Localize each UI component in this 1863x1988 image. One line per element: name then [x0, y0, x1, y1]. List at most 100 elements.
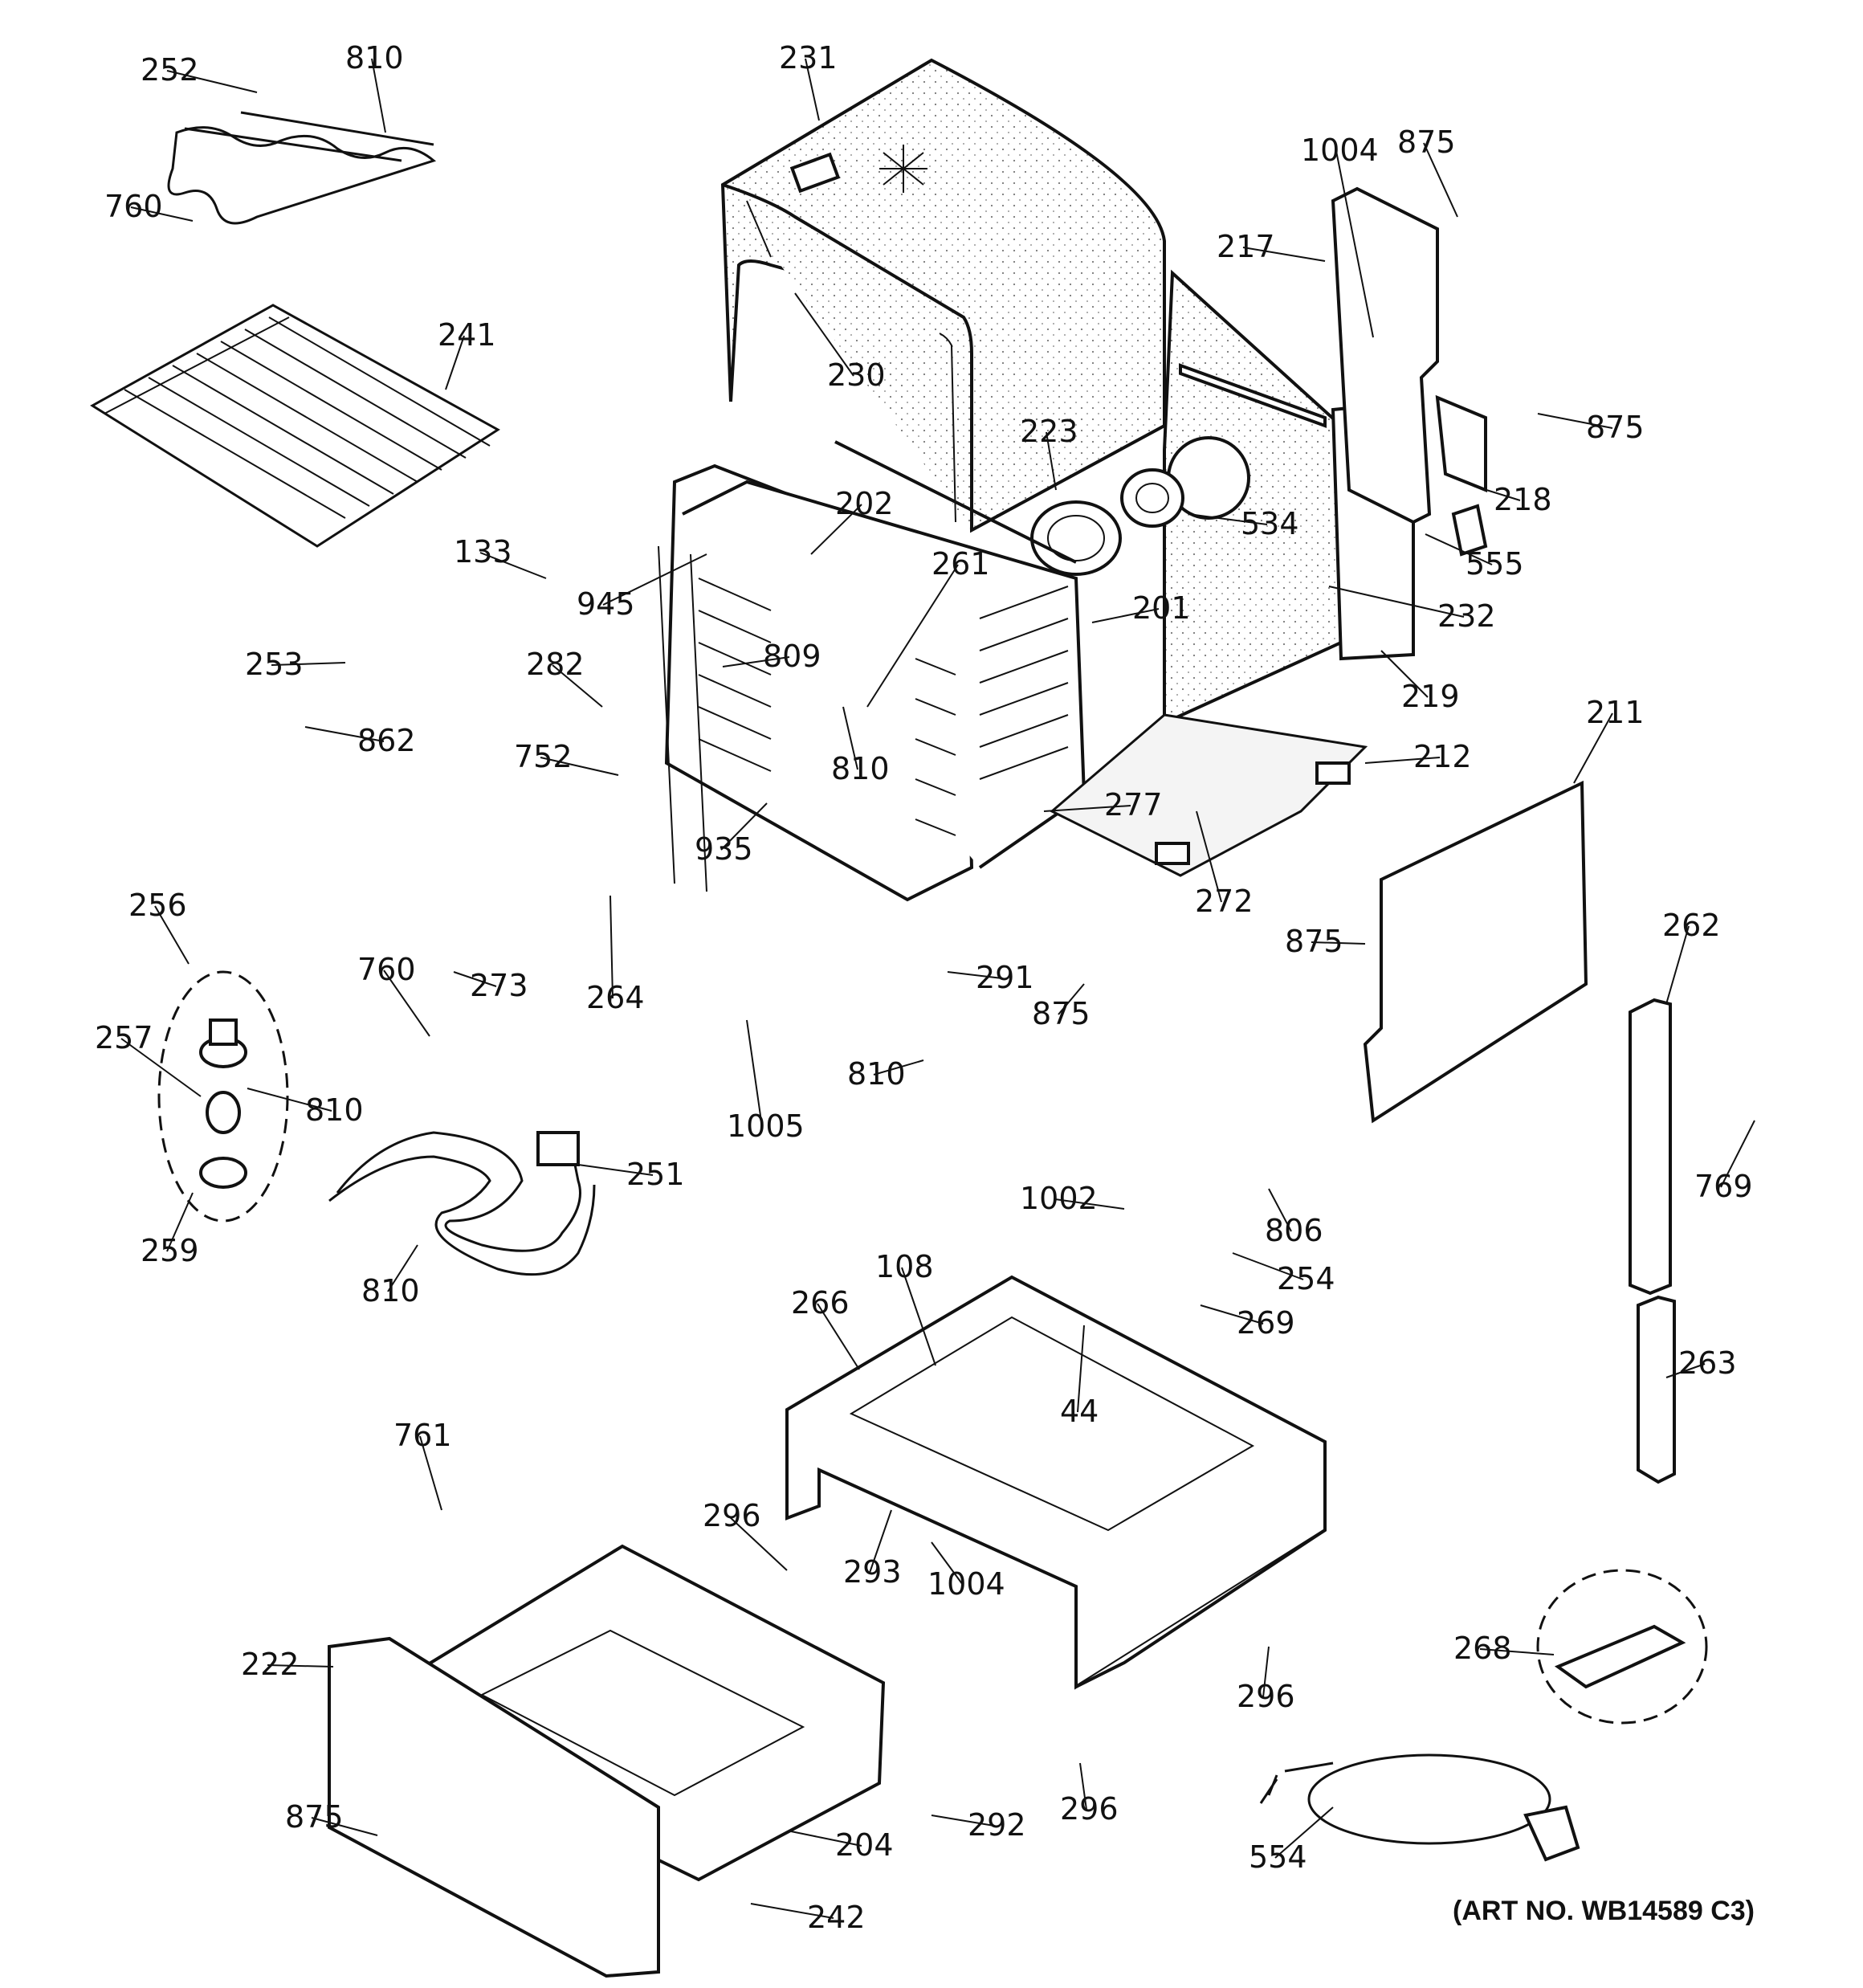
leader-line-272 — [1196, 810, 1222, 903]
part-label-219: 219 — [1401, 679, 1460, 714]
leader-line-204 — [790, 1831, 862, 1847]
leader-line-259 — [166, 1192, 194, 1252]
leader-line-44 — [1077, 1325, 1085, 1413]
part-label-810: 810 — [305, 1092, 364, 1128]
leader-line-266 — [817, 1303, 860, 1370]
part-label-230: 230 — [827, 357, 886, 393]
part-label-769: 769 — [1694, 1169, 1753, 1204]
leader-line-242 — [750, 1903, 834, 1919]
part-label-534: 534 — [1241, 506, 1299, 541]
part-label-211: 211 — [1586, 695, 1645, 730]
part-label-232: 232 — [1437, 598, 1496, 634]
leader-line-133 — [479, 552, 547, 579]
part-label-251: 251 — [626, 1157, 685, 1192]
part-label-264: 264 — [586, 980, 645, 1015]
leader-line-292 — [931, 1815, 995, 1827]
leader-line-769 — [1720, 1120, 1755, 1188]
part-label-202: 202 — [835, 486, 894, 521]
leader-line-256 — [154, 905, 190, 965]
part-label-862: 862 — [357, 723, 416, 758]
part-label-1004: 1004 — [1301, 133, 1379, 168]
leader-line-282 — [552, 664, 603, 708]
part-label-204: 204 — [835, 1827, 894, 1863]
part-label-875: 875 — [1586, 410, 1645, 445]
leader-line-230 — [794, 292, 854, 377]
outer-cover-part — [720, 58, 1166, 533]
bake-element-part — [328, 1131, 596, 1276]
leader-line-945 — [602, 553, 707, 606]
leader-line-108 — [901, 1267, 936, 1366]
side-panel-part — [1363, 780, 1588, 1124]
side-trim-part — [1629, 998, 1676, 1484]
leader-line-809 — [722, 656, 790, 667]
leader-line-262 — [1665, 925, 1690, 1005]
leader-line-810 — [842, 706, 858, 770]
part-label-1002: 1002 — [1020, 1181, 1098, 1216]
part-label-242: 242 — [807, 1900, 866, 1935]
broil-element-part — [167, 111, 437, 225]
part-label-241: 241 — [438, 317, 496, 353]
leader-line-277 — [1043, 805, 1131, 812]
leader-line-810 — [873, 1059, 924, 1076]
part-label-269: 269 — [1237, 1305, 1295, 1341]
part-label-272: 272 — [1195, 884, 1254, 919]
part-label-875: 875 — [1397, 125, 1456, 160]
part-label-875: 875 — [285, 1799, 344, 1835]
part-label-273: 273 — [470, 968, 528, 1003]
leader-line-296 — [1079, 1762, 1087, 1810]
leader-line-217 — [1242, 247, 1326, 262]
part-label-133: 133 — [454, 534, 512, 569]
leader-line-761 — [419, 1435, 442, 1511]
part-label-261: 261 — [932, 546, 990, 582]
part-label-292: 292 — [968, 1807, 1026, 1843]
leader-line-261 — [866, 564, 959, 708]
part-label-254: 254 — [1277, 1261, 1335, 1296]
leader-line-875 — [1423, 142, 1458, 218]
leader-line-223 — [1046, 431, 1057, 491]
part-label-875: 875 — [1032, 996, 1090, 1031]
leader-line-1002 — [1054, 1198, 1125, 1210]
part-label-256: 256 — [128, 888, 187, 923]
leader-line-935 — [720, 802, 768, 851]
part-label-252: 252 — [141, 52, 199, 88]
leader-line-231 — [805, 58, 820, 121]
leader-line-253 — [271, 662, 346, 666]
part-label-554: 554 — [1249, 1839, 1307, 1875]
part-label-263: 263 — [1678, 1345, 1737, 1381]
leader-lines — [120, 58, 1755, 1919]
control-bracket-part — [1331, 186, 1488, 557]
leader-line-862 — [304, 726, 385, 742]
leader-line-875 — [1058, 983, 1085, 1015]
part-label-875: 875 — [1285, 924, 1343, 959]
oven-liner-part — [658, 440, 1086, 902]
leader-line-202 — [810, 504, 862, 555]
leader-line-760 — [130, 206, 194, 222]
part-label-810: 810 — [345, 40, 404, 76]
part-label-218: 218 — [1494, 482, 1552, 517]
power-cord-part — [1259, 1753, 1580, 1862]
leader-line-252 — [166, 70, 258, 93]
leader-line-296 — [1262, 1646, 1270, 1698]
light-assembly-part — [157, 970, 289, 1223]
leader-line-806 — [1268, 1188, 1292, 1232]
part-label-810: 810 — [847, 1056, 906, 1092]
bottom-tray-part — [1050, 713, 1368, 877]
part-label-296: 296 — [1237, 1679, 1295, 1714]
leader-line-875 — [1537, 413, 1613, 429]
part-label-257: 257 — [95, 1020, 153, 1055]
bracket-detail-part — [1536, 1569, 1708, 1725]
leader-line-291 — [947, 971, 1003, 979]
leader-line-554 — [1274, 1806, 1334, 1859]
leader-line-219 — [1380, 650, 1429, 698]
part-label-761: 761 — [393, 1418, 452, 1453]
leader-line-268 — [1479, 1648, 1555, 1655]
part-label-296: 296 — [1060, 1791, 1119, 1827]
leader-line-293 — [869, 1509, 892, 1574]
leader-line-1004 — [931, 1541, 964, 1586]
part-label-222: 222 — [241, 1647, 300, 1682]
part-label-201: 201 — [1132, 590, 1191, 626]
part-label-760: 760 — [357, 952, 416, 987]
part-label-268: 268 — [1453, 1631, 1512, 1666]
